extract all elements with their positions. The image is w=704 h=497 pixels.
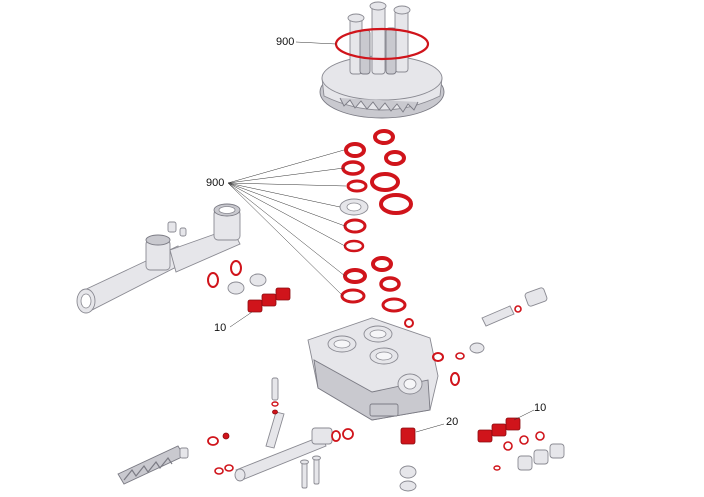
left-small-seals <box>207 260 267 295</box>
callout-10-right: 10 <box>534 402 547 414</box>
left-valve-group-10 <box>247 287 291 313</box>
callout-20: 20 <box>446 416 459 428</box>
leader-line-top-900 <box>295 41 337 45</box>
leader-lines-middle-900 <box>227 149 347 297</box>
top-gear-housing <box>319 1 445 119</box>
valve-part-20 <box>399 427 417 492</box>
spring-piston <box>117 445 189 485</box>
seal-stack <box>339 129 413 313</box>
bolts <box>300 455 321 489</box>
pump-head <box>307 317 439 421</box>
pump-head-seals <box>404 318 485 386</box>
bypass-tube <box>234 411 333 482</box>
callout-10-left: 10 <box>214 322 227 334</box>
right-valve-group-10 <box>477 417 521 443</box>
leader-line-right-10 <box>513 409 535 421</box>
right-plug-assembly <box>481 287 548 327</box>
bypass-seals <box>207 428 354 475</box>
upper-valve-stem <box>271 377 279 415</box>
callout-900-top: 900 <box>276 36 295 48</box>
leader-line-20 <box>415 423 445 433</box>
left-inlet-manifold <box>76 203 241 314</box>
leader-line-left-10 <box>229 311 253 328</box>
callout-900-middle: 900 <box>206 177 225 189</box>
right-plugs <box>493 431 565 471</box>
